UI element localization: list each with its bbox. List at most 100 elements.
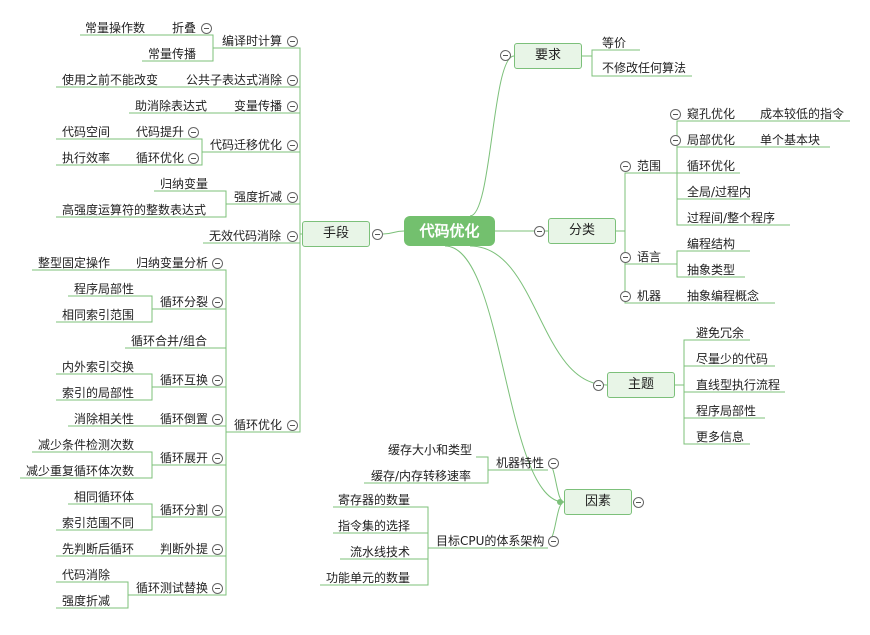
compile-time-calc: 编译时计算 [222, 34, 283, 48]
collapse-icon[interactable] [620, 252, 631, 263]
fewer-iterations: 减少重复循环体次数 [26, 464, 135, 478]
collapse-icon[interactable] [500, 50, 511, 61]
scope-local: 局部优化 [687, 133, 736, 147]
motion-loop-opt: 循环优化 [136, 151, 185, 165]
loop-fusion: 循环合并/组合 [131, 334, 208, 348]
collapse-icon[interactable] [670, 109, 681, 120]
collapse-icon[interactable] [287, 140, 298, 151]
collapse-icon[interactable] [212, 258, 223, 269]
collapse-icon[interactable] [212, 375, 223, 386]
connector-line [320, 547, 430, 586]
connector-line [130, 431, 228, 596]
collapse-icon[interactable] [212, 453, 223, 464]
connector-line [469, 245, 608, 386]
theme-avoid-redundancy: 避免冗余 [696, 326, 745, 340]
loop-fission: 循环分裂 [160, 295, 209, 309]
connector-dot [557, 499, 563, 505]
collapse-icon[interactable] [188, 127, 199, 138]
collapse-icon[interactable] [201, 23, 212, 34]
scope-local-note: 单个基本块 [760, 133, 821, 147]
const-operand: 常量操作数 [85, 21, 146, 35]
connector-line [547, 462, 565, 503]
loop-interchange: 循环互换 [160, 373, 209, 387]
loop-unroll: 循环展开 [160, 451, 209, 465]
machine-abstract: 抽象编程概念 [687, 289, 760, 303]
ind-var-analysis: 归纳变量分析 [136, 256, 209, 270]
node-classification[interactable]: 分类 [548, 218, 616, 244]
connector-line [668, 263, 745, 278]
factor-machine-features: 机器特性 [496, 456, 545, 470]
connector-line [444, 245, 565, 503]
var-prop-child: 助消除表达式 [135, 99, 208, 113]
node-factors[interactable]: 因素 [564, 489, 632, 515]
cse: 公共子表达式消除 [186, 73, 283, 87]
collapse-icon[interactable] [212, 583, 223, 594]
collapse-icon[interactable] [212, 297, 223, 308]
connector-line [547, 501, 565, 542]
strength-reduction: 强度折减 [234, 190, 283, 204]
collapse-icon[interactable] [548, 536, 559, 547]
connector-line [56, 516, 154, 531]
collapse-icon[interactable] [620, 161, 631, 172]
same-body: 相同循环体 [74, 490, 135, 504]
scope-global: 全局/过程内 [687, 185, 752, 199]
connector-line [130, 151, 204, 166]
connector-line [20, 464, 154, 479]
fewer-checks: 减少条件检测次数 [38, 438, 135, 452]
collapse-icon[interactable] [287, 231, 298, 242]
connector-line [616, 230, 668, 304]
fission-same-range: 相同索引范围 [62, 308, 135, 322]
leaf-no-algorithm-change: 不修改任何算法 [602, 61, 687, 75]
connector-line [228, 233, 302, 433]
high-strength-int: 高强度运算符的整数表达式 [62, 203, 207, 217]
ind-var-leaf: 归纳变量 [160, 177, 209, 191]
root-node[interactable]: 代码优化 [404, 216, 495, 246]
collapse-icon[interactable] [534, 226, 545, 237]
loop-reversal: 循环倒置 [160, 412, 209, 426]
code-space: 代码空间 [62, 125, 111, 139]
node-theme[interactable]: 主题 [607, 372, 675, 398]
collapse-icon[interactable] [212, 414, 223, 425]
collapse-icon[interactable] [372, 229, 383, 240]
leaf-equivalent: 等价 [602, 36, 627, 50]
node-means[interactable]: 手段 [302, 221, 370, 247]
connector-line [616, 172, 668, 232]
language-label: 语言 [637, 250, 662, 264]
different-range: 索引范围不同 [62, 516, 135, 530]
code-hoist: 代码提升 [136, 125, 185, 139]
collapse-icon[interactable] [287, 420, 298, 431]
loop-unswitch: 判断外提 [160, 542, 209, 556]
cpu-units: 功能单元的数量 [326, 571, 411, 585]
theme-less-code: 尽量少的代码 [696, 352, 769, 366]
connector-line [56, 203, 228, 218]
collapse-icon[interactable] [287, 75, 298, 86]
connector-line [382, 230, 405, 235]
connector-line [228, 112, 302, 235]
swap-indices: 内外索引交换 [62, 360, 135, 374]
const-propagate: 常量传播 [148, 47, 197, 61]
code-elimination: 代码消除 [62, 568, 111, 582]
collapse-icon[interactable] [633, 497, 644, 508]
theme-straight-line: 直线型执行流程 [696, 378, 781, 392]
collapse-icon[interactable] [188, 153, 199, 164]
fission-locality: 程序局部性 [74, 282, 135, 296]
collapse-icon[interactable] [670, 135, 681, 146]
collapse-icon[interactable] [620, 291, 631, 302]
lang-abstract-type: 抽象类型 [687, 263, 736, 277]
lang-structure: 编程结构 [687, 237, 736, 251]
collapse-icon[interactable] [593, 380, 604, 391]
node-requirement[interactable]: 要求 [514, 43, 582, 69]
connector-line [56, 308, 154, 323]
connector-line [675, 384, 750, 445]
collapse-icon[interactable] [287, 101, 298, 112]
collapse-icon[interactable] [548, 458, 559, 469]
loop-split: 循环分割 [160, 503, 209, 517]
collapse-icon[interactable] [287, 192, 298, 203]
collapse-icon[interactable] [287, 36, 298, 47]
collapse-icon[interactable] [212, 505, 223, 516]
connector-line [469, 55, 515, 217]
int-fixed-op: 整型固定操作 [38, 256, 111, 270]
cpu-registers: 寄存器的数量 [338, 493, 411, 507]
collapse-icon[interactable] [212, 544, 223, 555]
